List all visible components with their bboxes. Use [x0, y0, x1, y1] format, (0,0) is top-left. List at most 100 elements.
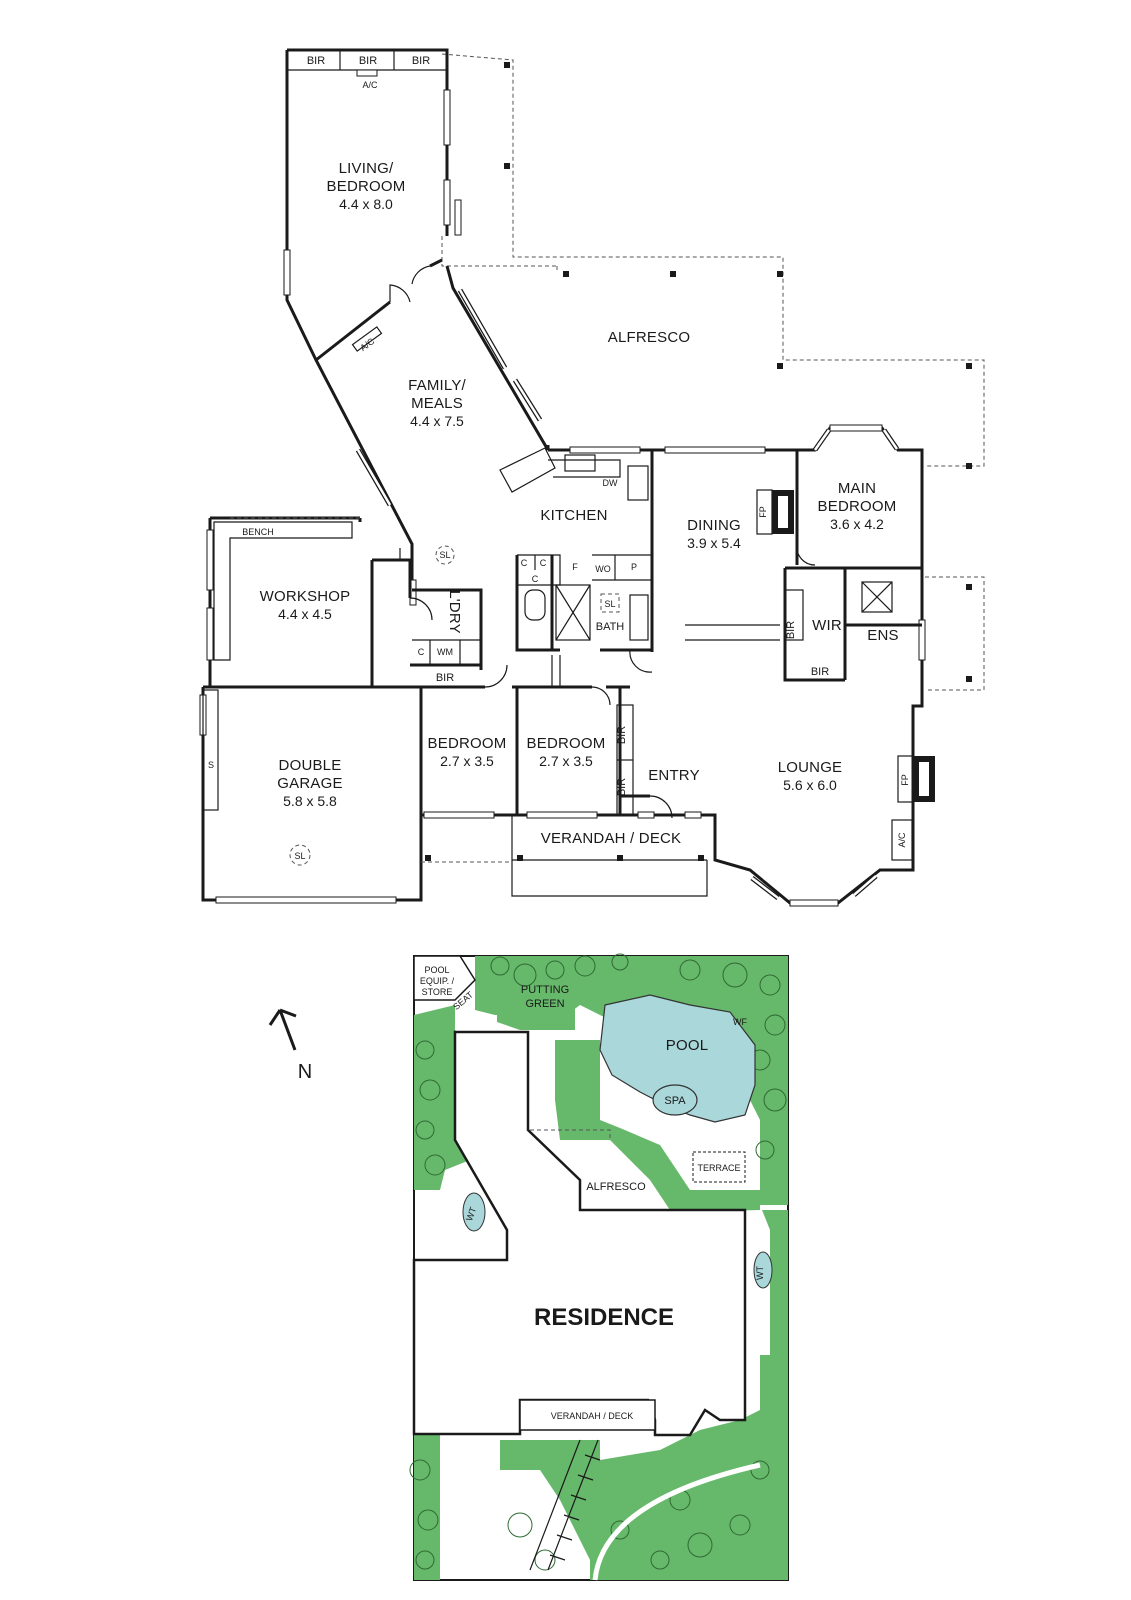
living-dim: 4.4 x 8.0: [339, 196, 393, 212]
c-label-1: C: [521, 558, 528, 568]
floor-plan: LIVING/ BEDROOM 4.4 x 8.0 FAMILY/ MEALS …: [199, 48, 985, 907]
ens-outdoor-outline: [925, 576, 985, 691]
water-tank-west: [462, 1192, 486, 1232]
site-steps: [529, 1439, 601, 1571]
bir-label-6: BIR: [616, 778, 628, 796]
family-divider-b: [429, 258, 443, 268]
ac-label-3: A/C: [897, 832, 907, 848]
living-label-2: BEDROOM: [327, 178, 406, 195]
lounge-label: LOUNGE: [778, 759, 843, 776]
lounge-dim: 5.6 x 6.0: [783, 777, 837, 793]
house-walls: [201, 48, 924, 905]
spa-outline: [652, 1084, 698, 1116]
water-tank-east: [753, 1251, 773, 1289]
living-label-1: LIVING/: [339, 160, 394, 177]
windows: [199, 89, 926, 907]
family-dim: 4.4 x 7.5: [410, 413, 464, 429]
putting-green: [497, 1000, 575, 1030]
pantry-boxes: [517, 554, 653, 586]
bir-label-5: BIR: [616, 726, 628, 744]
alfresco-outline: [441, 53, 985, 467]
s-label: S: [208, 760, 214, 770]
ac-label-1: A/C: [362, 80, 378, 90]
pool-equip-store: [413, 955, 476, 1001]
ens-void: [861, 581, 893, 613]
workshop-dim: 4.4 x 4.5: [278, 606, 332, 622]
living-bir-row: [287, 50, 447, 77]
kitchen-island: [499, 447, 621, 493]
site-verandah-label: VERANDAH / DECK: [551, 1411, 634, 1421]
bir-label-3: BIR: [412, 55, 430, 67]
family-divider: [315, 300, 391, 362]
kitchen-sink: [564, 454, 596, 472]
terrace-label: TERRACE: [697, 1163, 740, 1173]
trees: [409, 953, 787, 1571]
putting-label-1: PUTTING: [521, 984, 569, 996]
family-doors: [389, 265, 431, 303]
alfresco-posts: [425, 62, 972, 861]
north-arrow-icon: [268, 1008, 297, 1051]
terrace-box: [692, 1151, 746, 1183]
c-label-2: C: [540, 558, 547, 568]
garden-south: [414, 1410, 760, 1580]
site-alfresco-dash: [530, 1129, 611, 1140]
cooktop: [627, 465, 649, 501]
dining-dim: 3.9 x 5.4: [687, 535, 741, 551]
garden-east: [760, 1210, 788, 1580]
family-label-2: MEALS: [411, 395, 463, 412]
putting-label-2: GREEN: [525, 998, 564, 1010]
sl-label-1: SL: [439, 550, 450, 560]
site-alfresco-label: ALFRESCO: [586, 1181, 646, 1193]
wf-label: WF: [733, 1017, 747, 1027]
kitchen-label: KITCHEN: [540, 507, 607, 524]
bir-label-4: BIR: [436, 672, 454, 684]
pool-equip-label-3: STORE: [422, 987, 453, 997]
f-label: F: [572, 562, 578, 572]
p-label: P: [631, 562, 637, 572]
bath-label: BATH: [596, 621, 625, 633]
garage-label-2: GARAGE: [277, 775, 342, 792]
garage-shelf: [202, 689, 219, 811]
wir-bir: [784, 589, 804, 641]
site-plan: POOL EQUIP. / STORE SEAT PUTTING GREEN P…: [409, 953, 789, 1581]
laundry-fixtures: [412, 639, 481, 665]
bench-outline: [213, 521, 353, 661]
alfresco-label: ALFRESCO: [608, 329, 690, 346]
wt-label-1: WT: [464, 1205, 478, 1222]
entry-label: ENTRY: [648, 767, 700, 784]
residence-label: RESIDENCE: [534, 1304, 674, 1331]
lounge-ac: [891, 819, 913, 861]
pool-equip-label-1: POOL: [424, 965, 449, 975]
c-label-4: C: [418, 647, 425, 657]
north-label: N: [298, 1061, 312, 1083]
bedroom2-dim: 2.7 x 3.5: [539, 753, 593, 769]
doors: [387, 544, 816, 819]
main-bedroom-label-1: MAIN: [838, 480, 876, 497]
main-bedroom-dim: 3.6 x 4.2: [830, 516, 884, 532]
bir-label-2: BIR: [359, 55, 377, 67]
verandah-outline: [511, 815, 708, 897]
bir-label-7: BIR: [785, 621, 797, 639]
garage-label-1: DOUBLE: [279, 757, 342, 774]
garden-terraces: [555, 1040, 760, 1212]
dw-label: DW: [603, 478, 618, 488]
fp-label-2: FP: [900, 774, 910, 786]
bedroom2-label: BEDROOM: [527, 735, 606, 752]
dining-label: DINING: [687, 517, 741, 534]
north-arrow: N: [268, 1008, 312, 1083]
pool-label: POOL: [666, 1037, 708, 1054]
wm-label: WM: [437, 647, 453, 657]
pool-equip-label-2: EQUIP. /: [420, 976, 455, 986]
wir-label: WIR: [812, 617, 842, 634]
bench-label: BENCH: [242, 527, 274, 537]
verandah-label: VERANDAH / DECK: [541, 830, 682, 847]
family-label-1: FAMILY/: [408, 377, 466, 394]
angled-windows: [355, 288, 900, 900]
skylight-garage: [289, 844, 311, 866]
bedroom1-label: BEDROOM: [428, 735, 507, 752]
bath-void: [555, 584, 591, 641]
site-path: [592, 1462, 761, 1581]
fp-label-1: FP: [758, 506, 768, 518]
